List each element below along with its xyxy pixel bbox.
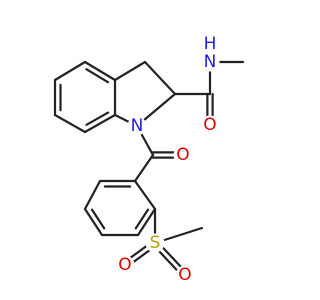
single-bond [83,179,102,211]
aromatic-bond [83,207,104,237]
amide-nitrogen-label: N [204,52,217,72]
sulfur-label: S [150,233,161,253]
hydrogen-label-background [203,35,217,52]
aromatic-bond [83,60,117,82]
single-bond [53,60,87,82]
aromatic-bond [83,113,117,134]
bond-layer [53,60,245,278]
atom-label-background [127,116,147,136]
atom-label-background [200,115,220,135]
aromatic-inner-bond [85,68,110,84]
atom-label-background [175,265,195,285]
sulfonyl-oxygen-label: O [178,265,191,285]
sulfonyl-oxygen-label: O [118,255,131,275]
ring-nitrogen-label: N [131,116,144,136]
aromatic-bond [136,207,157,237]
amide-oxygen-label: O [203,115,216,135]
atom-label-background [115,255,135,275]
single-bond [143,60,177,96]
single-bond [133,179,157,211]
aromatic-inner-bond [90,208,106,230]
ketone-oxygen-label: O [176,145,189,165]
single-bond [113,60,147,82]
single-bond [133,153,155,183]
aromatic-inner-bond [134,208,150,230]
atom-label-background [145,233,165,253]
aromatic-inner-bond [85,111,110,126]
atom-label-background [200,52,220,72]
amide-hydrogen-label: H [204,34,217,54]
single-bond [53,113,87,134]
atom-label-background [173,145,193,165]
